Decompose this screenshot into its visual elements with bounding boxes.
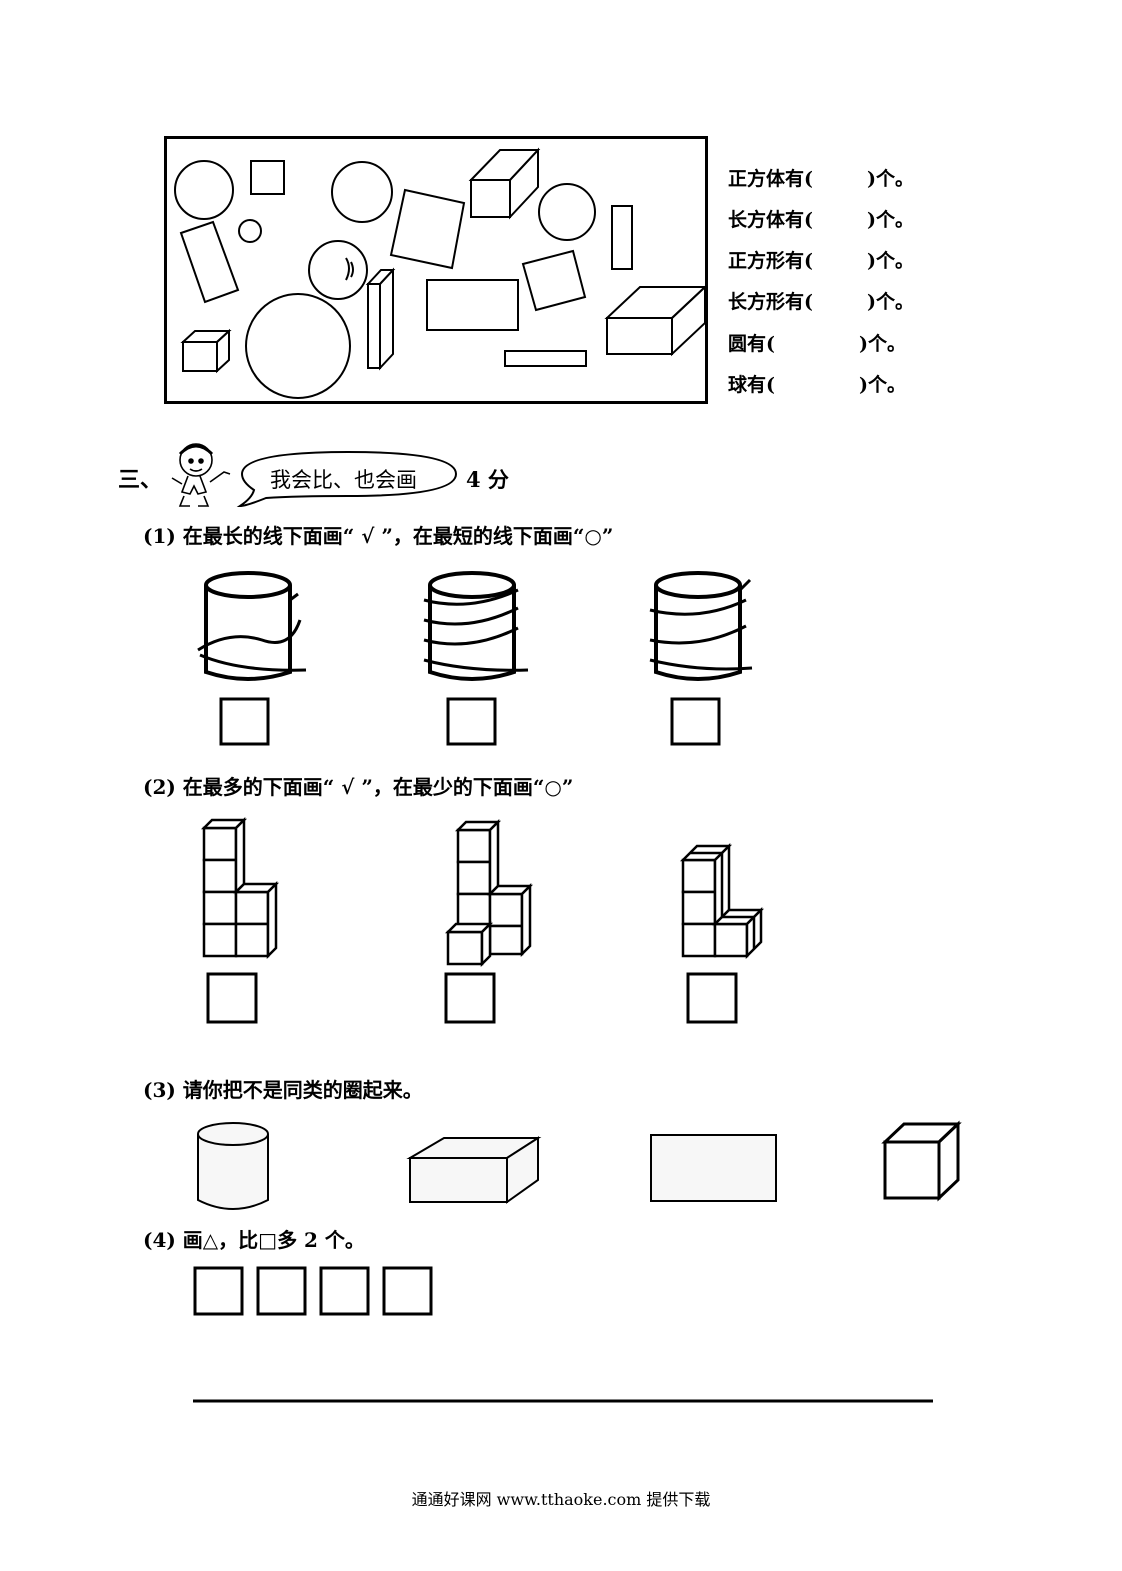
circle-shape: [331, 161, 393, 223]
square-shape: [521, 249, 587, 312]
circle-shape: [238, 219, 262, 243]
square-shape: [319, 1266, 370, 1316]
rectangle-shape: [179, 220, 240, 304]
speech-bubble: [236, 450, 458, 508]
count-cuboid: 长方体有()个。: [728, 209, 914, 231]
rectangle-shape: [650, 1134, 777, 1202]
question-4: (4) 画△，比□多 2 个。: [143, 1228, 365, 1252]
answer-box: [444, 972, 496, 1024]
count-rectangle: 长方形有()个。: [728, 291, 914, 313]
answer-box: [686, 972, 738, 1024]
cuboid-shape: [406, 1136, 542, 1204]
question-3: (3) 请你把不是同类的圈起来。: [143, 1078, 423, 1102]
rectangle-shape: [611, 205, 633, 270]
cube-stack-2: [444, 818, 534, 968]
answer-box: [446, 697, 497, 746]
shapes-panel: [164, 136, 708, 404]
square-shape: [382, 1266, 433, 1316]
count-square: 正方形有()个。: [728, 250, 914, 272]
square-shape: [193, 1266, 244, 1316]
question-1: (1) 在最长的线下面画“ √ ”，在最短的线下面画“○”: [143, 524, 614, 548]
circle-shape: [538, 183, 596, 241]
cube-stack-3: [679, 842, 765, 960]
answer-box: [670, 697, 721, 746]
count-sphere: 球有()个。: [728, 374, 906, 396]
cube-stack-1: [200, 816, 280, 960]
section-score: 4 分: [466, 467, 509, 492]
cube-shape: [881, 1120, 962, 1202]
rectangle-shape: [426, 279, 519, 331]
footer-credit: 通通好课网 www.tthaoke.com 提供下载: [411, 1490, 711, 1509]
answer-box: [206, 972, 258, 1024]
section-number: 三、: [118, 467, 163, 493]
bubble-text: 我会比、也会画: [270, 468, 417, 492]
square-shape: [389, 188, 466, 270]
count-cube: 正方体有()个。: [728, 168, 914, 190]
circle-shape: [174, 160, 234, 220]
circle-shape: [245, 293, 351, 399]
cylinder-shape: [197, 1134, 269, 1210]
answer-box: [219, 697, 270, 746]
sphere-shape: [308, 240, 368, 300]
rectangle-shape: [504, 350, 587, 367]
square-shape: [250, 160, 285, 195]
cartoon-mascot-icon: [171, 443, 231, 507]
square-shape: [256, 1266, 307, 1316]
count-circle: 圆有()个。: [728, 333, 906, 355]
question-2: (2) 在最多的下面画“ √ ”，在最少的下面画“○”: [143, 775, 574, 799]
